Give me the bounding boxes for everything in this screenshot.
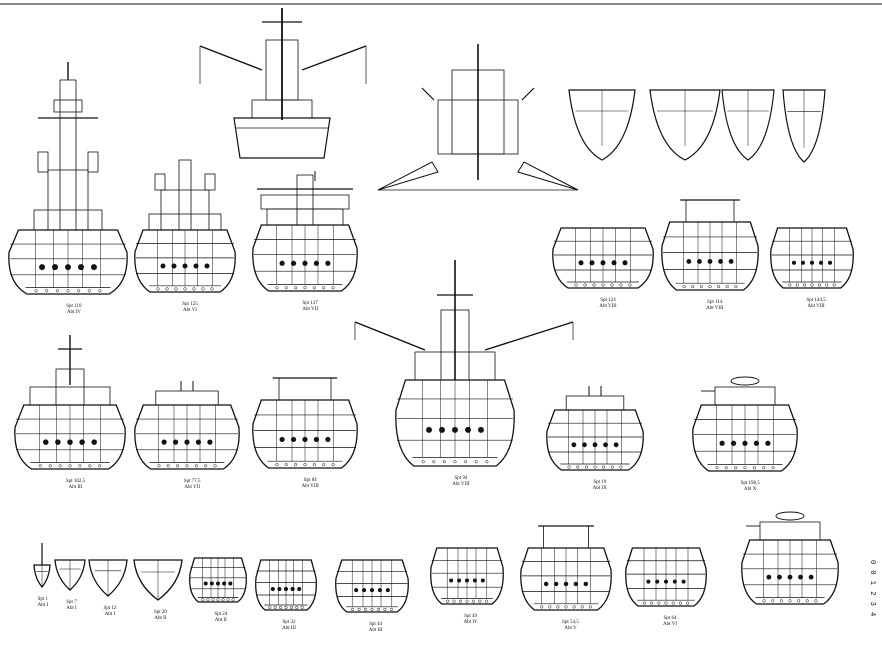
section-r3k (741, 511, 839, 605)
bow-flare-view (377, 44, 579, 191)
bow-section-1 (568, 89, 636, 161)
bow-section-4 (782, 89, 826, 163)
corner-mark: 0 0 1 2 3 4 (868, 559, 876, 617)
bow-section-2 (649, 89, 721, 161)
crane-mast-view (199, 8, 367, 159)
bow-section-3 (721, 89, 775, 161)
